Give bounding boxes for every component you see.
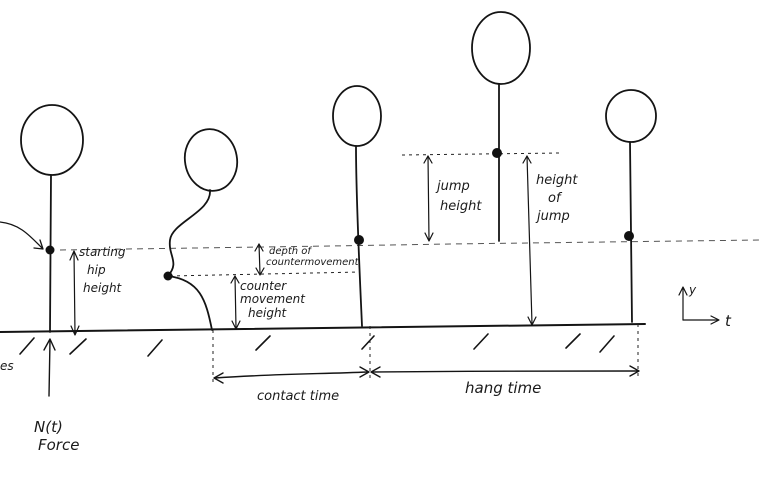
- left-edge-fragment: es: [0, 359, 14, 373]
- jump-height-label: jump height: [435, 179, 482, 214]
- hip-marker: [45, 245, 55, 255]
- countermovement-height-arrow: [230, 275, 241, 330]
- countermovement-bottom-dashed-line: [169, 271, 361, 277]
- jump-peak-dashed-line: [401, 152, 561, 156]
- starting-hip-height-arrow: [69, 250, 80, 336]
- figure-standing: [20, 104, 84, 333]
- figure-crouch: [163, 128, 239, 331]
- jump-height-arrow: [423, 155, 434, 242]
- hip-pointer-arrow: [0, 221, 43, 249]
- axis-y-label: y: [688, 283, 697, 297]
- hip-level-dashed-line: [59, 239, 761, 251]
- depth-of-countermovement-label: depth of countermovement: [266, 246, 360, 268]
- hip-marker: [492, 148, 502, 158]
- figure-takeoff: [332, 85, 382, 327]
- normal-force-arrow: [43, 338, 56, 397]
- figure-landing: [605, 89, 657, 323]
- normal-force-label: N(t) Force: [34, 418, 79, 454]
- ground-hatching: [19, 333, 615, 357]
- hip-marker: [354, 235, 364, 245]
- hang-time-arrow: [370, 365, 640, 378]
- contact-time-label: contact time: [257, 389, 339, 404]
- figure-peak: [471, 11, 531, 242]
- starting-hip-height-label: starting hip height: [79, 245, 129, 295]
- ground-line: [0, 323, 646, 333]
- hip-marker: [624, 231, 634, 241]
- axis-t-label: t: [725, 312, 732, 330]
- depth-of-countermovement-arrow: [254, 243, 265, 276]
- countermovement-height-label: counter movement height: [240, 279, 309, 320]
- hang-time-label: hang time: [465, 379, 541, 397]
- coordinate-axes: [678, 286, 720, 325]
- contact-time-arrow: [213, 366, 370, 384]
- height-of-jump-arrow: [522, 155, 537, 326]
- hip-marker: [163, 271, 173, 281]
- height-of-jump-label: height of jump: [535, 173, 582, 224]
